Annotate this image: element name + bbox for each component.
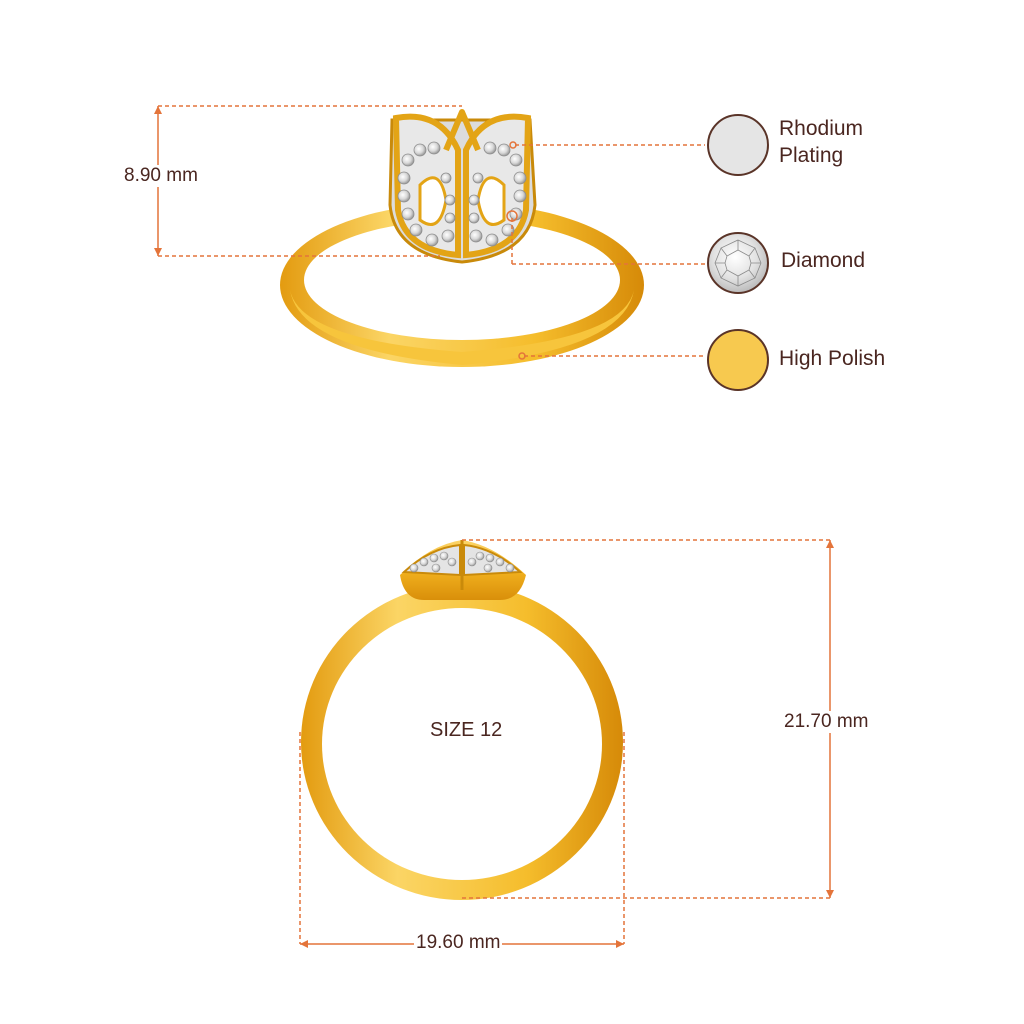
legend-rhodium-line1: Rhodium <box>779 117 864 140</box>
legend-high-polish-label: High Polish <box>779 347 886 370</box>
legend-rhodium-line2: Plating <box>779 144 844 167</box>
rhodium-swatch-icon <box>707 114 769 176</box>
top-view-ring <box>280 109 644 367</box>
side-view-ring <box>301 540 623 900</box>
width-label: 19.60 mm <box>414 932 503 954</box>
height-side-label: 21.70 mm <box>784 711 869 733</box>
dimension-lines <box>157 105 831 945</box>
diamond-swatch-icon <box>707 232 769 294</box>
gold-swatch-icon <box>707 329 769 391</box>
height-top-label: 8.90 mm <box>124 165 198 187</box>
dimension-arrowheads <box>154 106 834 948</box>
legend-diamond-label: Diamond <box>781 249 866 272</box>
tulip-head <box>388 109 537 264</box>
ring-size-label: SIZE 12 <box>430 719 503 741</box>
